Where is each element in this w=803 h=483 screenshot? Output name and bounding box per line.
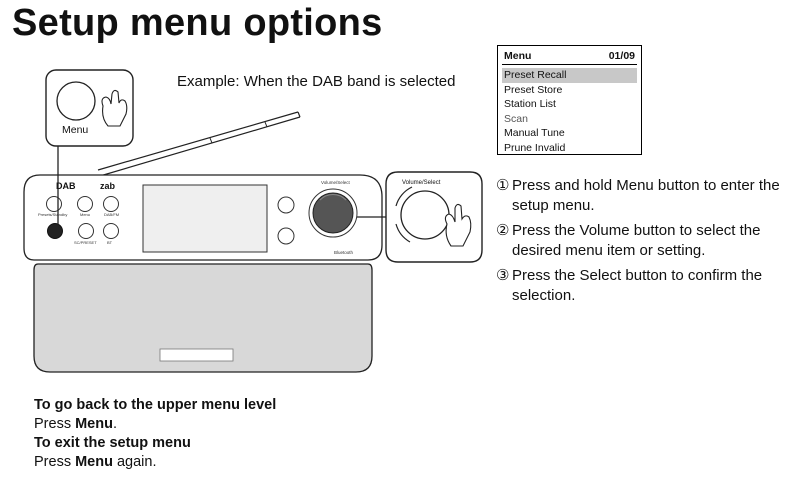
dab-logo: DAB	[56, 181, 76, 191]
knob-label: Volume/Select	[321, 180, 351, 185]
speaker-grille	[33, 263, 373, 373]
menu-item-preset-recall: Preset Recall	[502, 68, 637, 83]
preset-down-button	[277, 227, 295, 245]
pointing-hand-icon	[101, 89, 128, 127]
menu-item-scan: Scan	[504, 112, 528, 125]
menu-screen-list: Preset Recall Preset Store Station List …	[498, 68, 641, 156]
menu-key: Menu	[75, 454, 113, 470]
grille-label-plate	[159, 348, 234, 362]
menu-item-prune-invalid: Prune Invalid	[504, 141, 566, 154]
back-heading: To go back to the upper menu level	[34, 397, 277, 413]
step-number: ①	[496, 177, 510, 194]
volume-callout-knob	[400, 190, 450, 240]
step-number: ②	[496, 222, 510, 239]
bt-button	[103, 223, 119, 239]
menu-button-small	[77, 196, 93, 212]
menu-callout-button	[56, 81, 96, 121]
exit-instruction: Press Menu again.	[34, 454, 157, 470]
radio-display	[142, 184, 268, 253]
step-text: Press and hold Menu button to enter the …	[512, 177, 780, 214]
bluetooth-label: Bluetooth	[334, 250, 354, 255]
preset-up-button	[277, 196, 295, 214]
instruction-steps: ① Press and hold Menu button to enter th…	[496, 176, 796, 311]
menu-button-pressed	[47, 223, 63, 239]
step-text: Press the Select button to confirm the s…	[512, 267, 763, 304]
menu-callout-label: Menu	[62, 124, 88, 136]
menu-screen-title: Menu	[504, 50, 532, 62]
dabfm-button	[103, 196, 119, 212]
presets-button	[46, 196, 62, 212]
step-3: ③ Press the Select button to confirm the…	[496, 266, 796, 305]
pointing-hand-icon-2	[444, 203, 472, 247]
page-title: Setup menu options	[12, 2, 383, 44]
menu-item-preset-store: Preset Store	[504, 83, 563, 96]
antenna	[97, 111, 301, 177]
back-instruction: Press Menu.	[34, 416, 117, 432]
step-1: ① Press and hold Menu button to enter th…	[496, 176, 796, 215]
menu-screen-header: Menu 01/09	[502, 49, 637, 65]
step-2: ② Press the Volume button to select the …	[496, 221, 796, 260]
notes: To go back to the upper menu level Press…	[34, 396, 276, 472]
menu-screen-page: 01/09	[608, 50, 635, 62]
example-caption: Example: When the DAB band is selected	[177, 73, 456, 90]
volume-knob	[312, 192, 354, 234]
svg-text:SC/PRESET: SC/PRESET	[74, 240, 97, 245]
menu-screen: Menu 01/09 Preset Recall Preset Store St…	[497, 45, 642, 155]
scpreset-button	[78, 223, 94, 239]
exit-heading: To exit the setup menu	[34, 435, 191, 451]
step-text: Press the Volume button to select the de…	[512, 222, 761, 259]
menu-item-station-list: Station List	[504, 98, 556, 111]
svg-text:Presets/Standby: Presets/Standby	[38, 212, 67, 217]
step-number: ③	[496, 267, 510, 284]
menu-item-manual-tune: Manual Tune	[504, 127, 565, 140]
svg-text:DAB/FM: DAB/FM	[104, 212, 119, 217]
brand-logo: zab	[100, 181, 116, 191]
svg-text:BT: BT	[107, 240, 113, 245]
svg-text:Menu: Menu	[80, 212, 90, 217]
volume-callout-label: Volume/Select	[402, 180, 441, 186]
menu-key: Menu	[75, 416, 113, 432]
